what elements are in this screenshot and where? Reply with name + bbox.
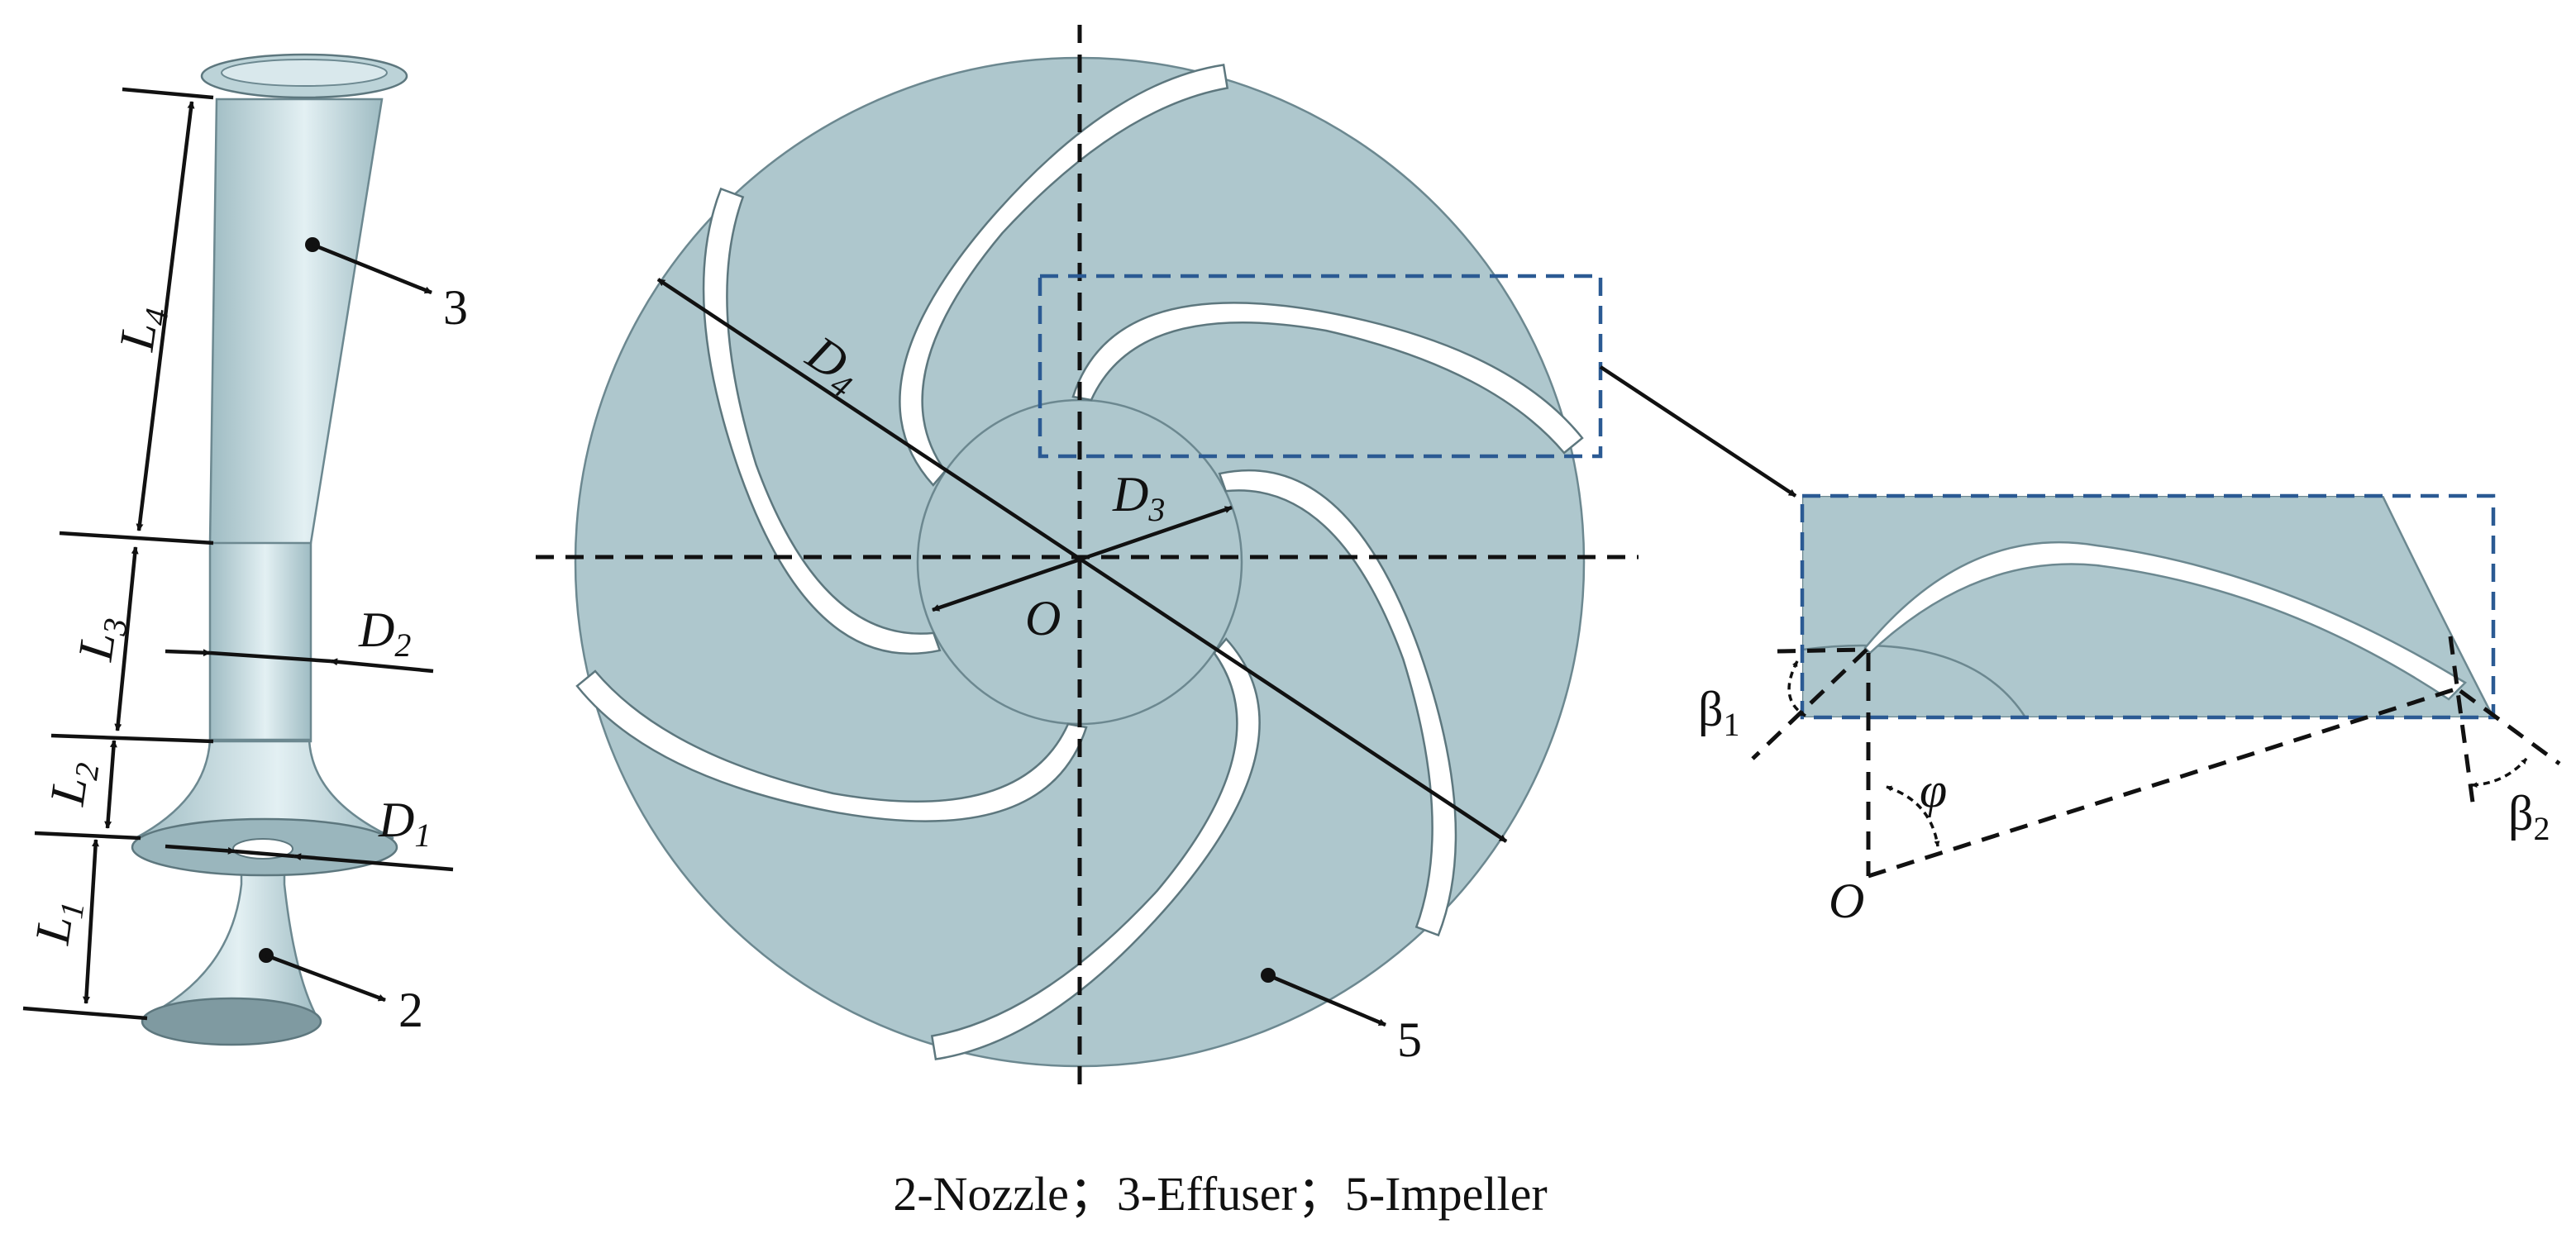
D2-dimension xyxy=(209,650,332,664)
phi-arc xyxy=(1886,785,1940,847)
D1-label: D1 xyxy=(378,793,431,854)
effuser-diffuser xyxy=(208,98,384,545)
effuser-callout: 3 xyxy=(305,237,468,335)
L1-label: L1 xyxy=(25,896,92,949)
impeller-number: 5 xyxy=(1397,1012,1422,1067)
figure-caption: 2-Nozzle；3-Effuser；5-Impeller xyxy=(893,1167,1547,1221)
effuser-top-opening xyxy=(221,59,388,87)
nozzle-number: 2 xyxy=(398,983,423,1037)
detail-selection-box xyxy=(1038,274,1603,459)
left-dimensions xyxy=(22,87,454,1021)
L2-dimension xyxy=(104,740,117,829)
detail-hub-arc xyxy=(1802,644,2027,717)
L3-dimension xyxy=(114,546,139,731)
L2-label: L2 xyxy=(40,757,107,810)
L4-dimension xyxy=(136,101,195,531)
D2-label: D2 xyxy=(358,603,411,664)
phi-label: φ xyxy=(1920,763,1947,817)
nozzle-callout: 2 xyxy=(259,948,423,1037)
effuser-throat xyxy=(208,540,312,743)
beta2-arc xyxy=(2471,757,2528,788)
L4-label: L4 xyxy=(109,302,176,355)
nozzle-effuser-assembly xyxy=(131,53,408,1046)
effuser-number: 3 xyxy=(443,280,468,335)
D3-dimension xyxy=(932,505,1233,612)
D1-dimension xyxy=(234,849,295,859)
beta1-label: β1 xyxy=(1698,682,1740,743)
detail-O-label: O xyxy=(1829,874,1864,928)
detail-frame xyxy=(1800,493,2496,720)
beta2-label: β2 xyxy=(2508,786,2550,847)
center-O-label: O xyxy=(1025,591,1061,645)
L1-dimension xyxy=(82,839,100,1004)
blade-detail-view xyxy=(1800,493,2496,720)
detail-blade xyxy=(1863,541,2468,701)
detail-angles xyxy=(1751,636,2561,879)
D3-label: D3 xyxy=(1112,467,1165,528)
detail-pointer-arrow xyxy=(1599,365,1797,498)
detail-disk-sector xyxy=(1802,496,2493,717)
impeller-callout: 5 xyxy=(1261,968,1422,1067)
